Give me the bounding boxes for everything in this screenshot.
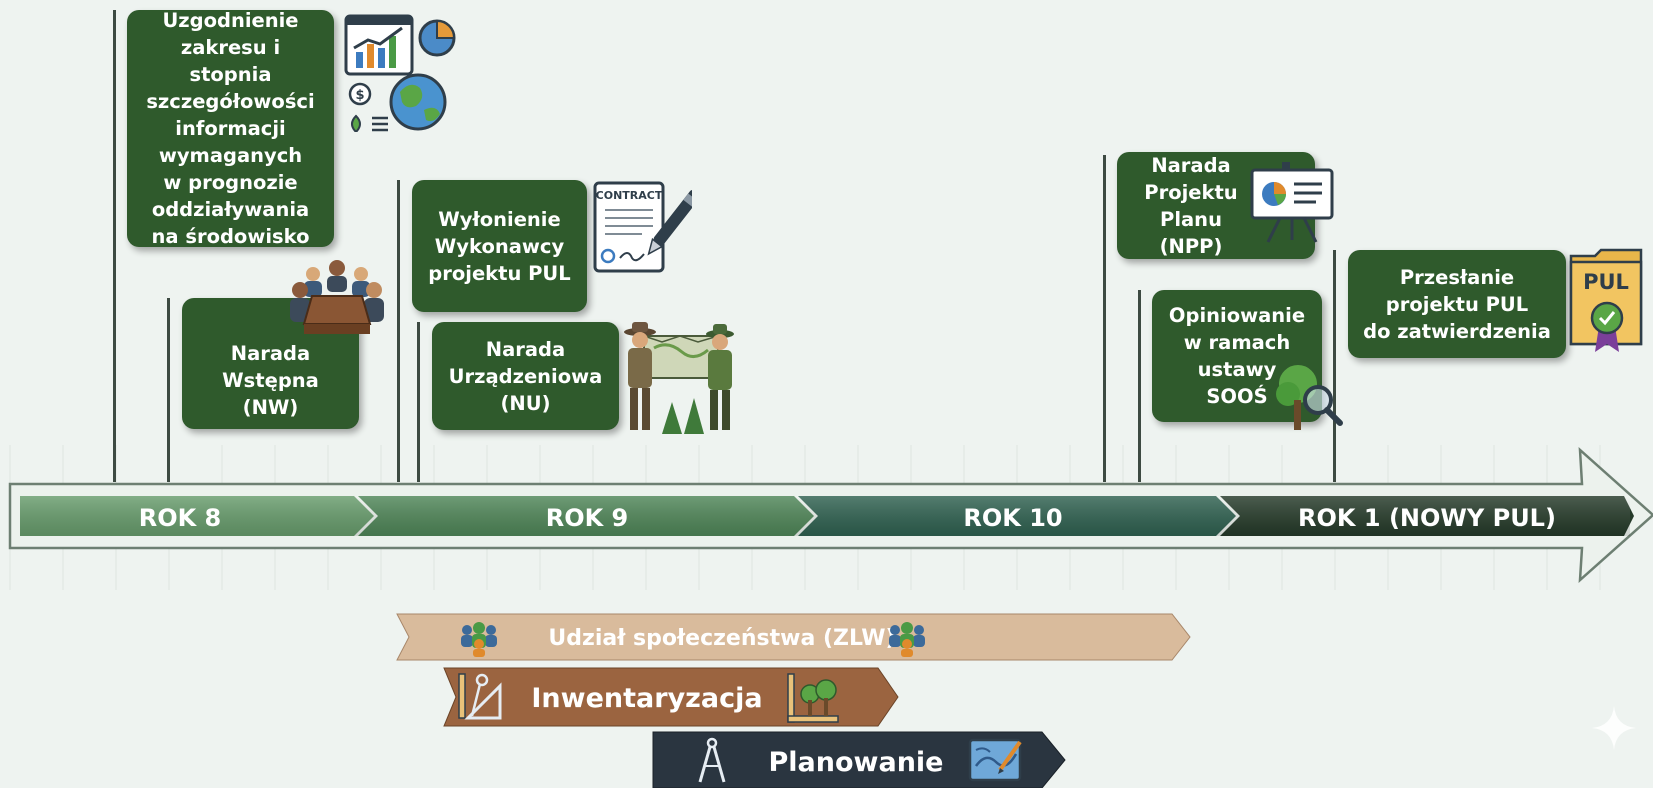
compass-icon <box>698 737 726 783</box>
contract-icon: CONTRACT <box>593 181 692 273</box>
milestone-opiniowanie-soos: Opiniowanie w ramach ustawy SOOŚ <box>1152 290 1322 422</box>
presentation-board-icon <box>1250 162 1334 243</box>
milestone-wylonienie-wykonawcy: Wyłonienie Wykonawcy projektu PUL <box>412 180 587 312</box>
connector-line <box>167 298 170 482</box>
timeline-label-rok-10: ROK 10 <box>963 504 1062 532</box>
map-pen-icon <box>968 738 1022 782</box>
ruler-trees-icon <box>787 673 839 723</box>
phase-bar-planowanie <box>652 731 1066 788</box>
measuring-tools-icon <box>458 673 502 720</box>
people-group-icon <box>461 622 497 657</box>
people-group-icon <box>889 622 925 657</box>
foresters-icon <box>624 322 734 434</box>
pul-folder-label: PUL <box>1583 270 1629 294</box>
contract-icon-label: CONTRACT <box>596 189 663 202</box>
phase-label-inwentaryzacja: Inwentaryzacja <box>531 683 762 714</box>
milestone-uzgodnienie: Uzgodnienie zakresu i stopnia szczegółow… <box>127 9 334 248</box>
chart-globe-icon: $ <box>344 14 456 132</box>
phase-bar-udzial-spoleczenstwa <box>396 613 1191 661</box>
timeline-label-rok-1: ROK 1 (NOWY PUL) <box>1298 504 1556 532</box>
connector-line <box>1103 155 1106 482</box>
connector-line <box>113 10 116 482</box>
phase-label-planowanie: Planowanie <box>769 747 944 778</box>
connector-line <box>1333 250 1336 482</box>
milestone-przeslanie-projektu: Przesłanie projektu PUL do zatwierdzenia <box>1348 250 1566 358</box>
pul-folder-icon: PUL <box>1569 248 1643 352</box>
connector-line <box>1138 290 1141 482</box>
connector-line <box>397 180 400 482</box>
connector-line <box>417 322 420 482</box>
tree-magnifier-icon <box>1276 363 1343 430</box>
sparkle-icon <box>1592 706 1636 750</box>
phase-bar-inwentaryzacja <box>443 667 899 727</box>
svg-text:$: $ <box>355 88 364 103</box>
phase-label-udzial-spoleczenstwa: Udział społeczeństwa (ZLW) <box>548 626 895 651</box>
timeline-label-rok-8: ROK 8 <box>139 504 222 532</box>
timeline-label-rok-9: ROK 9 <box>546 504 629 532</box>
milestone-narada-urzadzeniowa: Narada Urządzeniowa (NU) <box>432 322 619 430</box>
meeting-icon <box>290 260 384 334</box>
